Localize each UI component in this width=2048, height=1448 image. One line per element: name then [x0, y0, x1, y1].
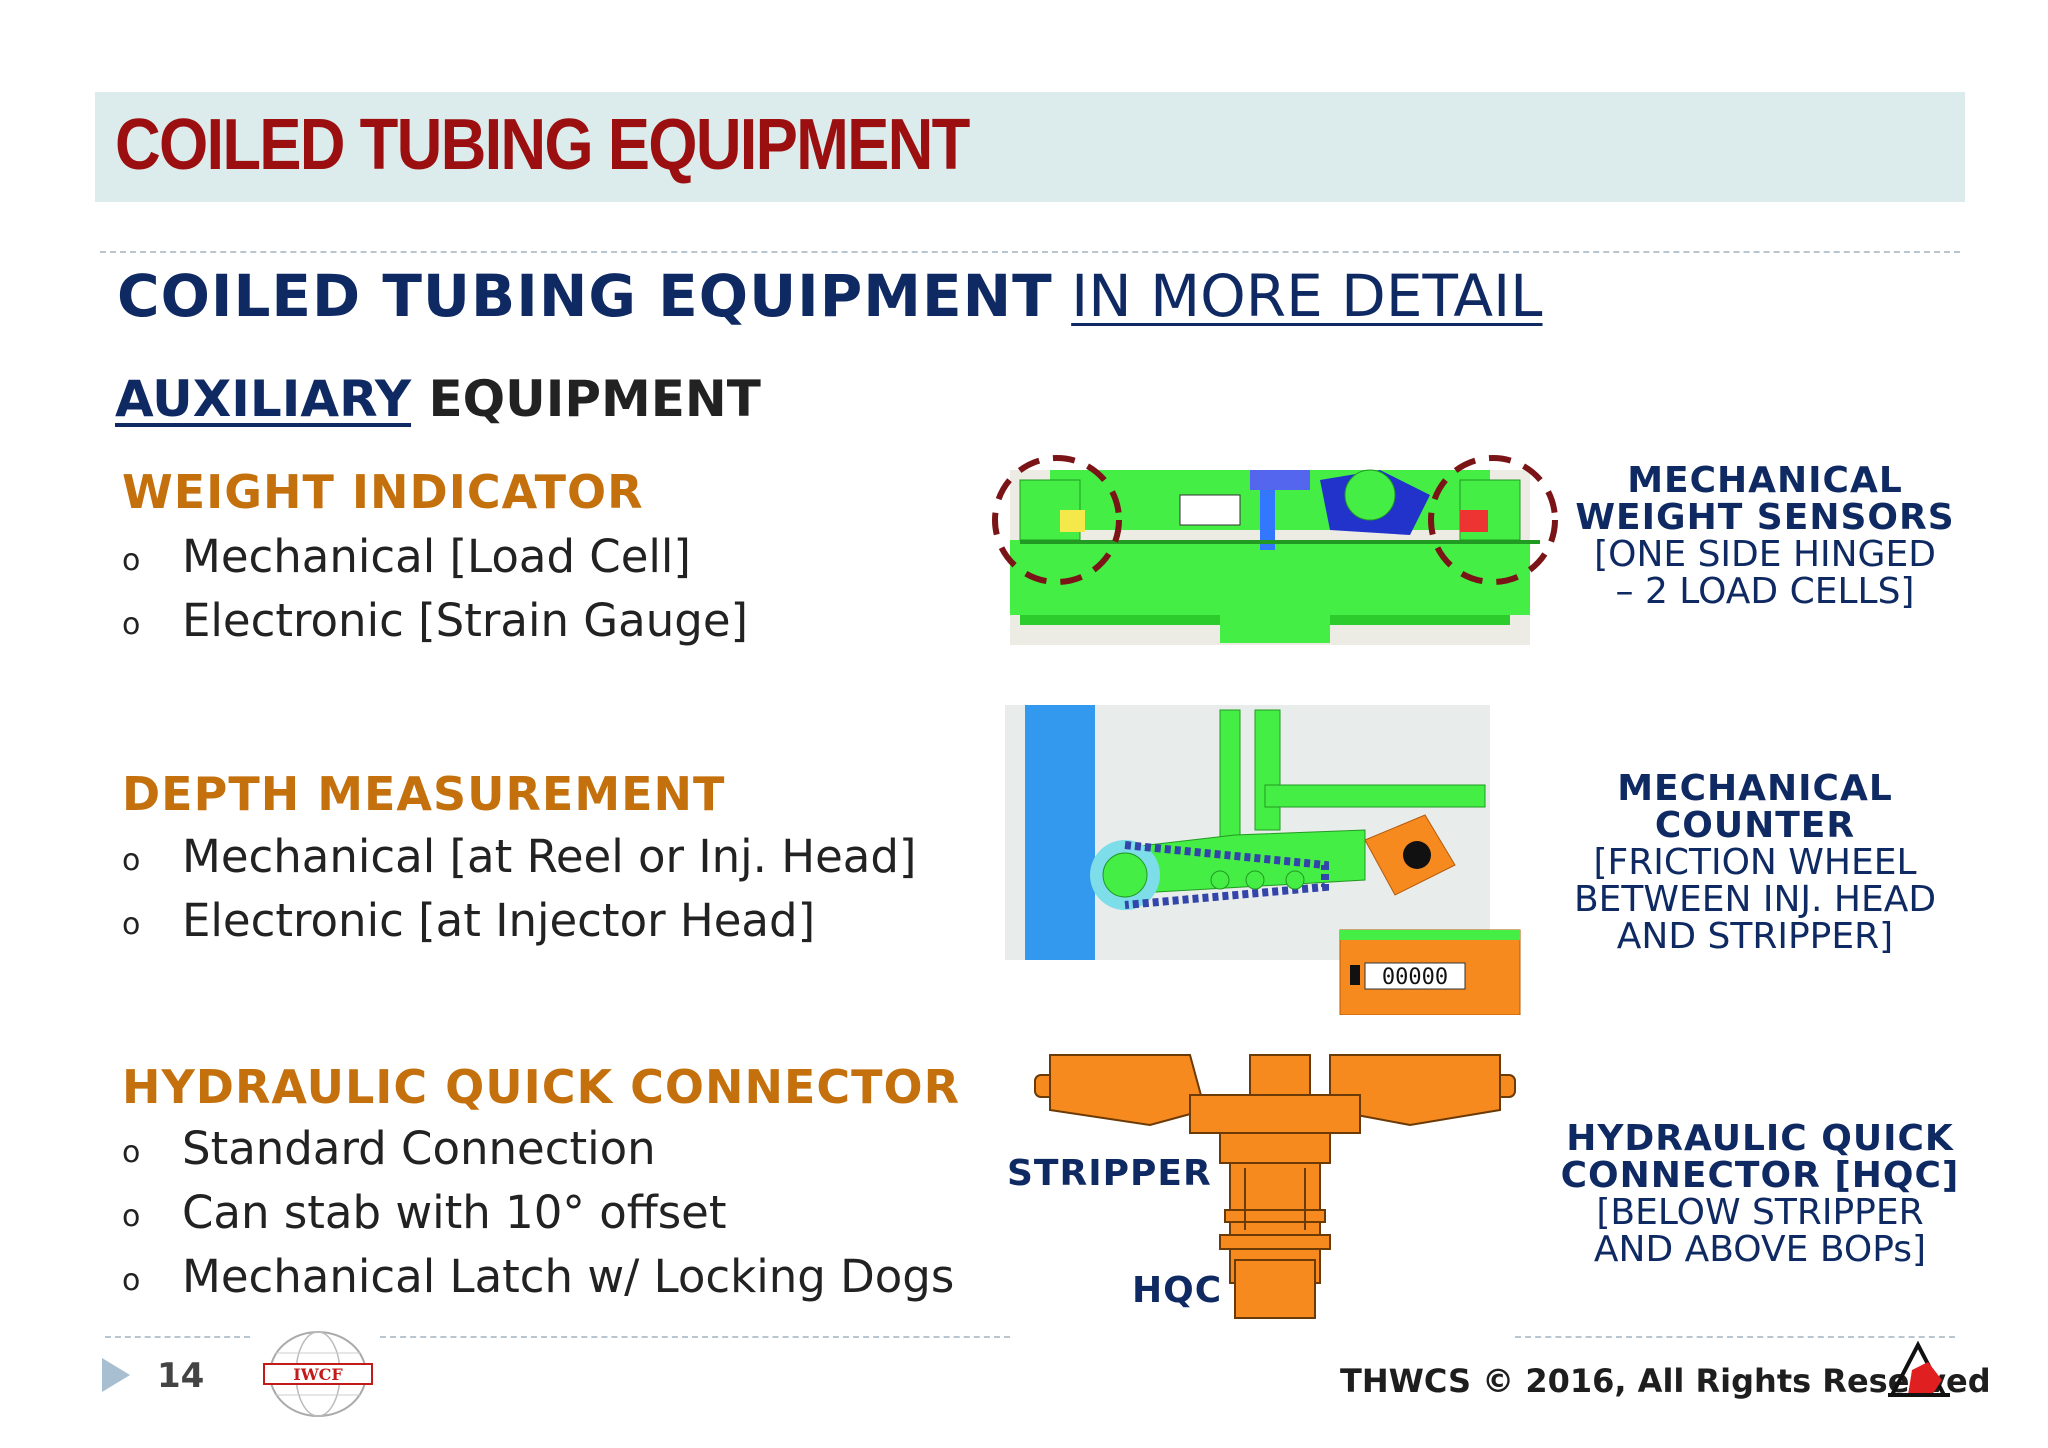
caption-line: AND ABOVE BOPs]: [1593, 1229, 1927, 1270]
list-item-text: Mechanical [Load Cell]: [182, 530, 691, 583]
play-triangle-icon: [102, 1358, 130, 1392]
section-heading: AUXILIARY EQUIPMENT: [115, 370, 761, 428]
counter-digits: 00000: [1382, 965, 1448, 990]
page-number: 14: [157, 1356, 205, 1396]
divider-top: [100, 251, 1960, 253]
bullet-icon: o: [122, 906, 141, 942]
iwcf-logo: IWCF: [263, 1331, 373, 1417]
logo-text: IWCF: [293, 1365, 343, 1384]
caption-line: – 2 LOAD CELLS]: [1615, 571, 1915, 612]
label-stripper: STRIPPER: [1007, 1153, 1212, 1194]
divider-footer-right: [1515, 1336, 1955, 1338]
thwcs-logo-icon: [1888, 1340, 1950, 1397]
caption-hqc: HYDRAULIC QUICK CONNECTOR [HQC] [BELOW S…: [1560, 1120, 1960, 1268]
list-item-text: Standard Connection: [182, 1122, 656, 1175]
caption-line: [ONE SIDE HINGED: [1594, 534, 1936, 575]
list-item-text: Electronic [at Injector Head]: [182, 894, 816, 947]
list-item: o Electronic [at Injector Head]: [122, 894, 815, 947]
list-item-text: Electronic [Strain Gauge]: [182, 594, 749, 647]
bullet-icon: o: [122, 1198, 141, 1234]
list-item: o Mechanical [at Reel or Inj. Head]: [122, 830, 916, 883]
caption-bold-line: MECHANICAL: [1617, 768, 1893, 809]
section-underlined: AUXILIARY: [115, 370, 412, 428]
caption-bold-line: MECHANICAL: [1627, 460, 1903, 501]
caption-bold-line: CONNECTOR [HQC]: [1560, 1155, 1960, 1196]
divider-footer-mid: [380, 1336, 1010, 1338]
list-item-text: Mechanical Latch w/ Locking Dogs: [182, 1250, 955, 1303]
list-item: o Electronic [Strain Gauge]: [122, 594, 748, 647]
list-item: o Mechanical [Load Cell]: [122, 530, 691, 583]
bullet-icon: o: [122, 1134, 141, 1170]
weight-sensor-image: [992, 455, 1558, 645]
caption-mechanical-counter: MECHANICAL COUNTER [FRICTION WHEEL BETWE…: [1565, 770, 1945, 955]
bullet-icon: o: [122, 606, 141, 642]
copyright: THWCS © 2016, All Rights Reserved: [1340, 1362, 1991, 1400]
bullet-icon: o: [122, 542, 141, 578]
slide-title: COILED TUBING EQUIPMENT: [115, 105, 970, 185]
subtitle: COILED TUBING EQUIPMENT IN MORE DETAIL: [117, 262, 1543, 330]
bullet-icon: o: [122, 842, 141, 878]
hqc-image: [1034, 1054, 1516, 1319]
label-hqc: HQC: [1132, 1270, 1223, 1311]
list-item: o Can stab with 10° offset: [122, 1186, 727, 1239]
caption-line: BETWEEN INJ. HEAD: [1573, 879, 1937, 920]
heading-hydraulic-quick-connector: HYDRAULIC QUICK CONNECTOR: [122, 1060, 961, 1114]
subtitle-bold: COILED TUBING EQUIPMENT: [117, 262, 1053, 330]
caption-line: AND STRIPPER]: [1616, 916, 1894, 957]
mechanical-counter-image: 00000: [1005, 705, 1521, 1015]
list-item-text: Mechanical [at Reel or Inj. Head]: [182, 830, 917, 883]
section-plain: EQUIPMENT: [428, 370, 761, 428]
caption-line: [FRICTION WHEEL: [1593, 842, 1917, 883]
divider-footer-left: [105, 1336, 250, 1338]
bullet-icon: o: [122, 1262, 141, 1298]
caption-bold-line: WEIGHT SENSORS: [1575, 497, 1955, 538]
heading-weight-indicator: WEIGHT INDICATOR: [122, 465, 644, 519]
list-item-text: Can stab with 10° offset: [182, 1186, 727, 1239]
subtitle-underlined: IN MORE DETAIL: [1071, 262, 1543, 330]
list-item: o Mechanical Latch w/ Locking Dogs: [122, 1250, 954, 1303]
caption-line: [BELOW STRIPPER: [1596, 1192, 1924, 1233]
heading-depth-measurement: DEPTH MEASUREMENT: [122, 767, 726, 821]
caption-bold-line: HYDRAULIC QUICK: [1566, 1118, 1954, 1159]
caption-bold-line: COUNTER: [1654, 805, 1856, 846]
list-item: o Standard Connection: [122, 1122, 656, 1175]
title-bar: COILED TUBING EQUIPMENT: [95, 92, 1965, 202]
caption-weight-sensors: MECHANICAL WEIGHT SENSORS [ONE SIDE HING…: [1575, 462, 1955, 610]
